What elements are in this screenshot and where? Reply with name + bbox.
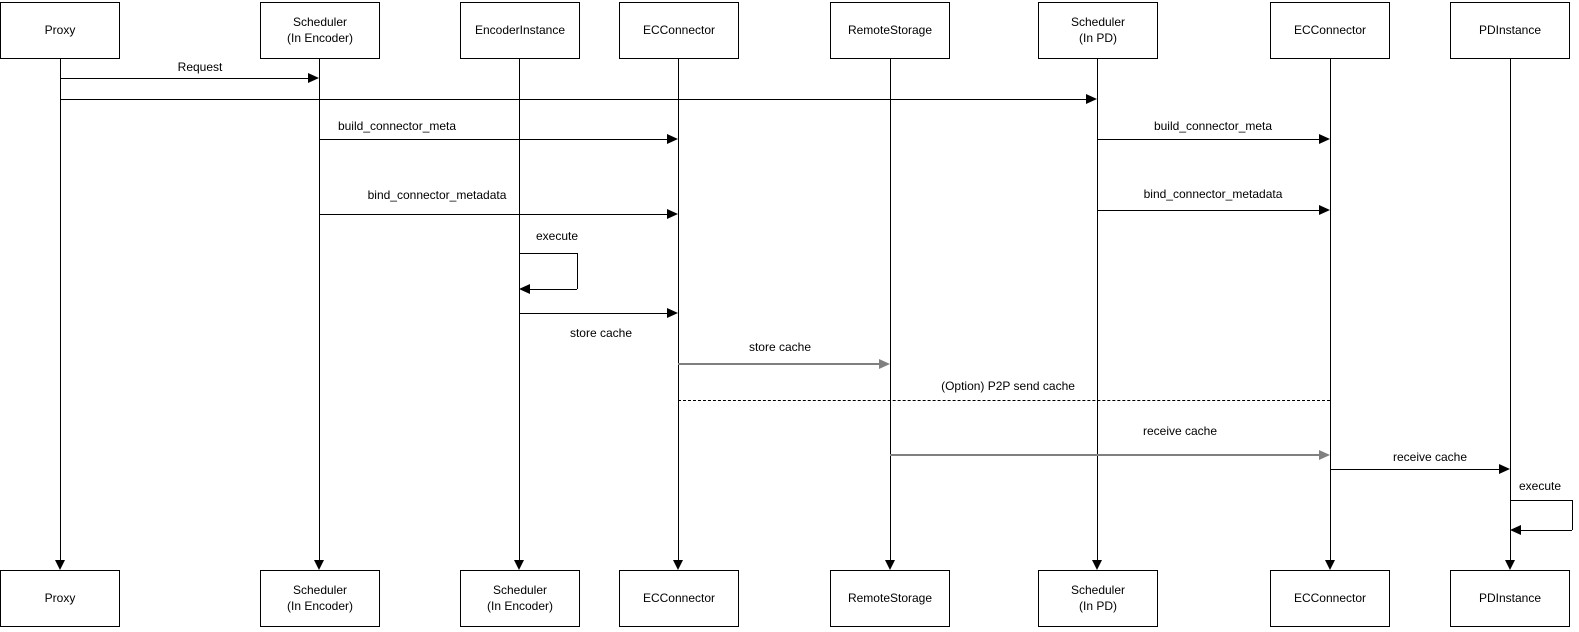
actor-bottom-scheduler-in-encoder-2: Scheduler(In Encoder) <box>460 570 580 627</box>
actor-top-remote-storage: RemoteStorage <box>830 2 950 59</box>
actor-label: ECConnector <box>642 22 716 37</box>
lifeline-arrowhead-pd-instance <box>1505 560 1515 570</box>
message-arrowhead-build-connector-meta-left <box>667 134 678 144</box>
actor-bottom-scheduler-in-pd: Scheduler(In PD) <box>1038 570 1158 627</box>
lifeline-ec-connector <box>678 59 679 562</box>
lifeline-arrowhead-proxy <box>55 560 65 570</box>
selfloop-bottom-pd <box>1521 530 1572 531</box>
message-label-bind-connector-metadata-left: bind_connector_metadata <box>367 188 507 202</box>
message-label-build-connector-meta-left: build_connector_meta <box>337 119 457 133</box>
actor-label: Scheduler <box>1070 582 1126 597</box>
actor-label: Proxy <box>44 22 76 37</box>
message-line-bind-connector-metadata-right <box>1097 210 1321 211</box>
actor-top-scheduler-in-encoder: Scheduler(In Encoder) <box>260 2 380 59</box>
lifeline-arrowhead-encoder-instance <box>514 560 524 570</box>
actor-label: ECConnector <box>642 590 716 605</box>
actor-label: Scheduler <box>292 14 348 29</box>
actor-top-encoder-instance: EncoderInstance <box>460 2 580 59</box>
actor-bottom-proxy: Proxy <box>0 570 120 627</box>
lifeline-ec-connector-pd <box>1330 59 1331 562</box>
message-line-p2p-send-cache <box>678 400 1330 401</box>
message-label-bind-connector-metadata-right: bind_connector_metadata <box>1143 187 1283 201</box>
selfloop-top-encoder <box>519 253 577 254</box>
message-arrowhead-proxy-to-scheduler-pd <box>1086 94 1097 104</box>
lifeline-pd-instance <box>1510 59 1511 562</box>
actor-label: PDInstance <box>1478 590 1542 605</box>
lifeline-proxy <box>60 59 61 562</box>
actor-label: ECConnector <box>1293 22 1367 37</box>
message-arrowhead-store-cache-1 <box>667 308 678 318</box>
message-arrowhead-build-connector-meta-right <box>1319 134 1330 144</box>
message-label-receive-cache-2: receive cache <box>1392 450 1468 464</box>
selfloop-top-pd <box>1510 500 1572 501</box>
actor-label: Scheduler <box>292 582 348 597</box>
message-line-bind-connector-metadata-left <box>319 214 669 215</box>
lifeline-arrowhead-scheduler-in-encoder <box>314 560 324 570</box>
actor-top-pd-instance: PDInstance <box>1450 2 1570 59</box>
message-line-request <box>60 78 310 79</box>
message-label-build-connector-meta-right: build_connector_meta <box>1153 119 1273 133</box>
actor-label: EncoderInstance <box>474 22 566 37</box>
actor-top-ec-connector: ECConnector <box>619 2 739 59</box>
message-line-build-connector-meta-left <box>319 139 669 140</box>
message-label-receive-cache-1: receive cache <box>1142 424 1218 438</box>
selfloop-arrowhead-encoder <box>519 284 530 294</box>
selfloop-bottom-encoder <box>530 289 577 290</box>
actor-label: Scheduler <box>1070 14 1126 29</box>
message-line-receive-cache-1 <box>890 454 1321 456</box>
lifeline-arrowhead-ec-connector <box>673 560 683 570</box>
message-arrowhead-request <box>308 73 319 83</box>
actor-sublabel: (In PD) <box>1078 598 1117 613</box>
lifeline-encoder-instance <box>519 59 520 562</box>
message-label-request: Request <box>177 60 223 74</box>
message-label-execute-encoder: execute <box>535 229 579 243</box>
message-arrowhead-bind-connector-metadata-left <box>667 209 678 219</box>
message-arrowhead-receive-cache-2 <box>1499 464 1510 474</box>
actor-bottom-ec-connector-pd: ECConnector <box>1270 570 1390 627</box>
message-arrowhead-store-cache-2 <box>879 359 890 369</box>
actor-sublabel: (In Encoder) <box>286 598 354 613</box>
message-line-receive-cache-2 <box>1330 469 1501 470</box>
actor-top-proxy: Proxy <box>0 2 120 59</box>
message-line-store-cache-1 <box>519 313 669 314</box>
actor-label: Scheduler <box>492 582 548 597</box>
message-arrowhead-receive-cache-1 <box>1319 450 1330 460</box>
lifeline-arrowhead-remote-storage <box>885 560 895 570</box>
actor-top-scheduler-in-pd: Scheduler(In PD) <box>1038 2 1158 59</box>
selfloop-side-encoder <box>577 253 578 289</box>
lifeline-arrowhead-ec-connector-pd <box>1325 560 1335 570</box>
actor-sublabel: (In Encoder) <box>486 598 554 613</box>
message-label-store-cache-2: store cache <box>748 340 812 354</box>
actor-label: RemoteStorage <box>847 590 933 605</box>
message-label-execute-pd: execute <box>1518 479 1562 493</box>
lifeline-scheduler-in-pd <box>1097 59 1098 562</box>
selfloop-arrowhead-pd <box>1510 525 1521 535</box>
actor-label: RemoteStorage <box>847 22 933 37</box>
actor-label: ECConnector <box>1293 590 1367 605</box>
message-label-store-cache-1: store cache <box>569 326 633 340</box>
actor-bottom-remote-storage: RemoteStorage <box>830 570 950 627</box>
actor-top-ec-connector-pd: ECConnector <box>1270 2 1390 59</box>
actor-bottom-ec-connector: ECConnector <box>619 570 739 627</box>
actor-bottom-scheduler-in-encoder: Scheduler(In Encoder) <box>260 570 380 627</box>
message-arrowhead-bind-connector-metadata-right <box>1319 205 1330 215</box>
message-line-build-connector-meta-right <box>1097 139 1321 140</box>
actor-label: PDInstance <box>1478 22 1542 37</box>
lifeline-scheduler-in-encoder <box>319 59 320 562</box>
selfloop-side-pd <box>1572 500 1573 530</box>
message-line-proxy-to-scheduler-pd <box>60 99 1088 100</box>
message-line-store-cache-2 <box>678 363 881 365</box>
lifeline-arrowhead-scheduler-in-pd <box>1092 560 1102 570</box>
actor-label: Proxy <box>44 590 76 605</box>
message-label-p2p-send-cache: (Option) P2P send cache <box>941 379 1075 393</box>
actor-sublabel: (In Encoder) <box>286 30 354 45</box>
actor-bottom-pd-instance: PDInstance <box>1450 570 1570 627</box>
actor-sublabel: (In PD) <box>1078 30 1117 45</box>
lifeline-remote-storage <box>890 59 891 562</box>
